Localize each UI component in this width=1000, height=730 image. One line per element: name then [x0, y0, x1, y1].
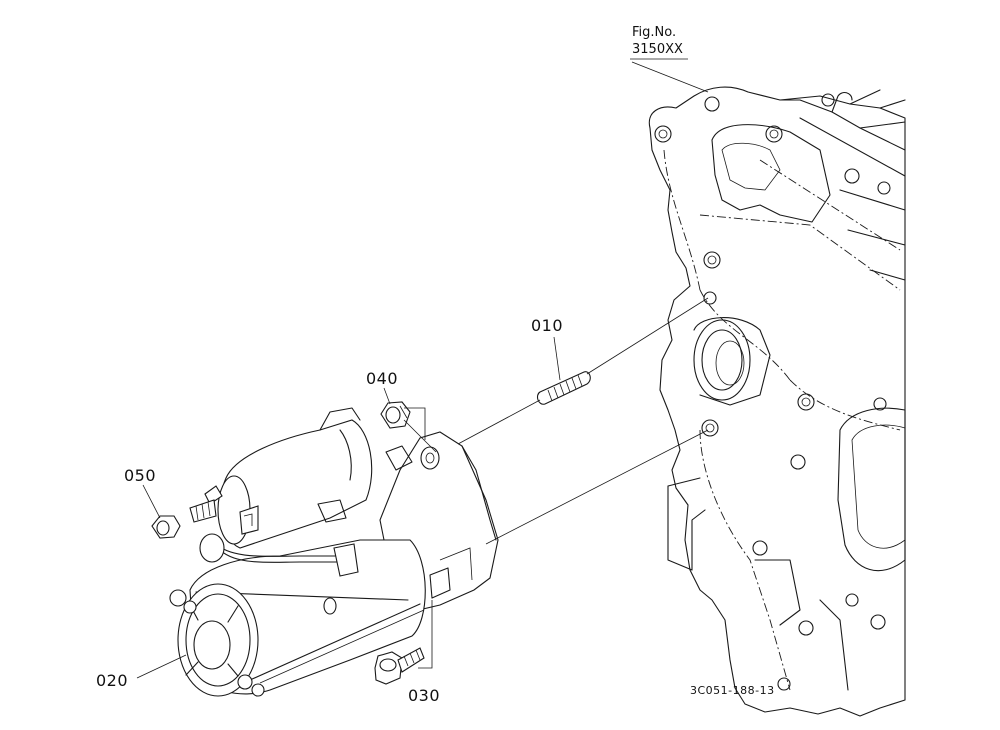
leader-lines [136, 61, 709, 679]
assembly-lines [403, 297, 709, 545]
callout-050: 050 [124, 466, 156, 485]
fig-label-text: Fig.No. [632, 25, 676, 40]
fig-number-label: Fig.No. 3150XX [630, 25, 688, 60]
engine-housing [648, 86, 906, 717]
fig-number-text: 3150XX [632, 42, 683, 57]
bolt-030 [374, 647, 425, 685]
callout-030: 030 [408, 686, 440, 705]
nut-040 [380, 401, 411, 429]
callout-020: 020 [96, 671, 128, 690]
stud-010 [536, 371, 591, 405]
drawing-code: 3C051-188-13 [690, 684, 775, 697]
starter-motor-020 [169, 407, 499, 697]
callout-040: 040 [366, 369, 398, 388]
callout-010: 010 [531, 316, 563, 335]
nut-050 [151, 515, 181, 539]
